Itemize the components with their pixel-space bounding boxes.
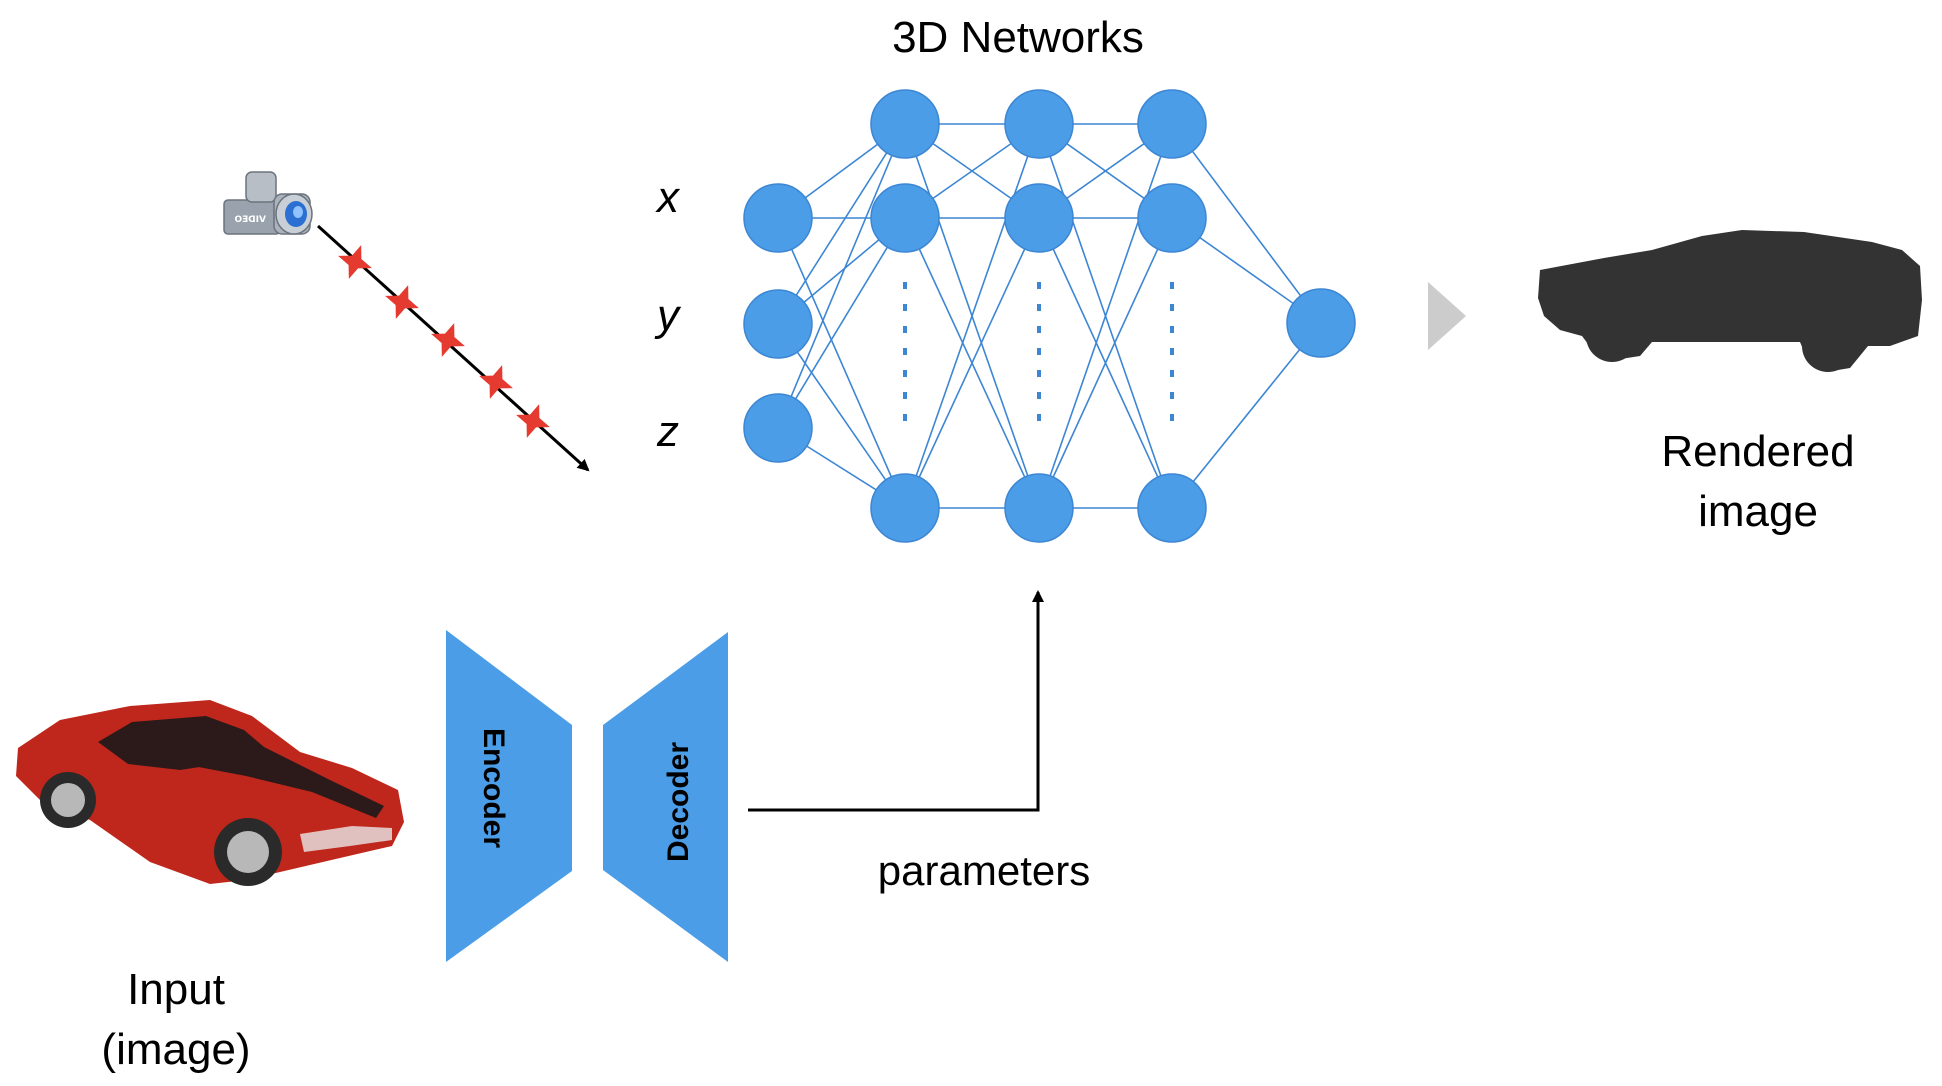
network-edge bbox=[904, 123, 1040, 509]
ellipsis-dot bbox=[1037, 414, 1041, 421]
network-node-l1-n2 bbox=[870, 473, 940, 543]
network-title: 3D Networks bbox=[892, 13, 1144, 62]
ray-sample-star-1 bbox=[385, 285, 419, 319]
network-node-l1-n1 bbox=[870, 183, 940, 253]
input-caption-line2: (image) bbox=[101, 1025, 250, 1074]
network-edge bbox=[1171, 322, 1322, 509]
network-edges bbox=[777, 123, 1322, 509]
ellipsis-dot bbox=[903, 370, 907, 377]
ellipsis-dot bbox=[1037, 282, 1041, 289]
ellipsis-dot bbox=[1037, 370, 1041, 377]
network-node-l0-n0 bbox=[743, 183, 813, 253]
ray-sample-markers bbox=[338, 245, 550, 438]
ellipsis-dot bbox=[903, 392, 907, 399]
decoder-block bbox=[603, 632, 728, 962]
network-edge bbox=[777, 217, 906, 509]
video-camera-icon: VIDEO bbox=[223, 171, 313, 235]
ellipsis-dot bbox=[903, 304, 907, 311]
input-caption-line1: Input bbox=[127, 965, 225, 1014]
coord-label-z: z bbox=[656, 407, 679, 456]
camera-ray bbox=[316, 224, 590, 472]
ray-sample-star-2 bbox=[431, 323, 465, 357]
ellipsis-dot bbox=[1170, 414, 1174, 421]
hidden-layer-ellipsis bbox=[903, 282, 1174, 421]
network-node-l3-n2 bbox=[1137, 473, 1207, 543]
ellipsis-dot bbox=[1170, 370, 1174, 377]
encoder-label: Encoder bbox=[477, 728, 510, 848]
network-edge bbox=[904, 217, 1040, 509]
decoder-label: Decoder bbox=[662, 742, 695, 862]
output-arrow bbox=[1428, 282, 1466, 350]
network-edge bbox=[1038, 123, 1173, 509]
network-node-l0-n1 bbox=[743, 289, 813, 359]
ellipsis-dot bbox=[1037, 326, 1041, 333]
network-node-l1-n0 bbox=[870, 89, 940, 159]
output-caption-line2: image bbox=[1698, 487, 1818, 536]
camera-label: VIDEO bbox=[234, 215, 266, 225]
network-edge bbox=[777, 123, 906, 325]
ellipsis-dot bbox=[1170, 282, 1174, 289]
ray-sample-star-4 bbox=[516, 404, 550, 438]
car-silhouette-image bbox=[1538, 230, 1922, 372]
ellipsis-dot bbox=[1170, 326, 1174, 333]
network-node-l3-n0 bbox=[1137, 89, 1207, 159]
network-node-l2-n0 bbox=[1004, 89, 1074, 159]
network-nodes bbox=[743, 89, 1356, 543]
ray-sample-star-0 bbox=[338, 245, 372, 279]
coord-label-y: y bbox=[654, 291, 682, 340]
ellipsis-dot bbox=[1037, 348, 1041, 355]
ellipsis-dot bbox=[903, 282, 907, 289]
network-edge bbox=[777, 123, 906, 429]
network-node-l2-n1 bbox=[1004, 183, 1074, 253]
ellipsis-dot bbox=[903, 348, 907, 355]
ellipsis-dot bbox=[903, 414, 907, 421]
network-node-l3-n1 bbox=[1137, 183, 1207, 253]
network-edge bbox=[1038, 217, 1173, 509]
network-edge bbox=[777, 217, 906, 429]
network-edge bbox=[1171, 123, 1322, 324]
network-node-l2-n2 bbox=[1004, 473, 1074, 543]
network-node-l0-n2 bbox=[743, 393, 813, 463]
coord-label-x: x bbox=[655, 173, 681, 222]
parameters-arrow bbox=[748, 590, 1044, 812]
network-edge bbox=[777, 323, 906, 509]
output-caption-line1: Rendered bbox=[1661, 427, 1854, 476]
ellipsis-dot bbox=[903, 326, 907, 333]
ellipsis-dot bbox=[1037, 392, 1041, 399]
ellipsis-dot bbox=[1170, 304, 1174, 311]
network-node-l4-n0 bbox=[1286, 288, 1356, 358]
red-sports-car-image bbox=[16, 700, 404, 886]
ray-sample-star-3 bbox=[479, 365, 513, 399]
ellipsis-dot bbox=[1170, 348, 1174, 355]
ellipsis-dot bbox=[1170, 392, 1174, 399]
ellipsis-dot bbox=[1037, 304, 1041, 311]
encoder-block bbox=[446, 630, 572, 962]
parameters-label: parameters bbox=[878, 847, 1090, 894]
